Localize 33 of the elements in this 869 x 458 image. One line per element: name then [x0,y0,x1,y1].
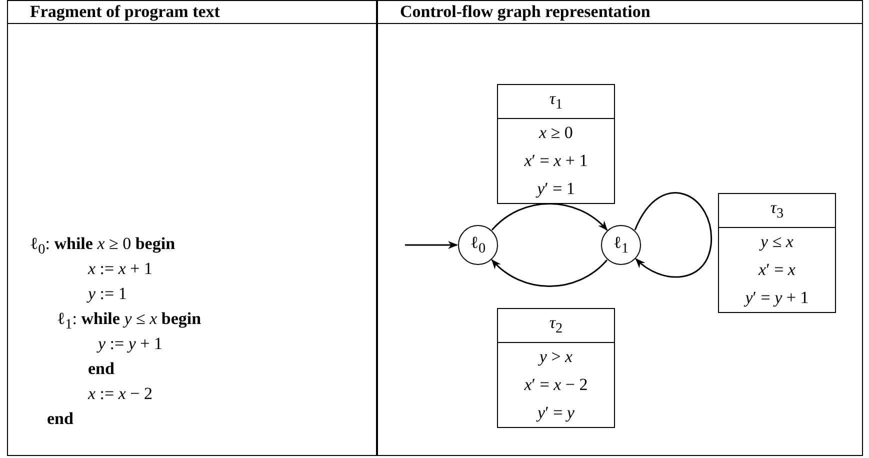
state-label: ℓ$_{0}$ [470,232,486,258]
transition-box [497,84,615,204]
transition-name: τ$_{2}$ [498,309,614,344]
code-line: y := y + 1 [98,334,162,354]
column-header: Fragment of program text [30,2,220,22]
state-circle [458,225,498,265]
code-line: x := x − 2 [88,384,152,404]
transition-name: τ$_{3}$ [719,194,835,228]
arrow [491,259,608,287]
code-line: ℓ$_{1}$: while y ≤ x begin [57,309,202,334]
transition-formula: y ≤ x [758,231,794,254]
transition-box [497,308,615,428]
column-header: Control-flow graph representation [400,2,650,22]
arrow [634,192,712,278]
code-line: y := 1 [88,284,127,304]
transition-formula: x′ = x [757,259,796,282]
transition-formula: y′ = y + 1 [742,287,810,310]
transition-formula: x′ = x + 1 [523,150,589,172]
transition-formula: x′ = x − 2 [523,374,589,396]
code-line: end [47,409,74,429]
transition-box [718,193,836,314]
code-line: x := x + 1 [88,259,152,279]
code-line: ℓ$_{0}$: while x ≥ 0 begin [30,234,176,258]
arrow [491,203,608,231]
transition-formula: y > x [537,346,574,368]
code-line: end [88,359,114,379]
transition-formula: y′ = y [535,402,576,424]
state-label: ℓ$_{1}$ [613,232,629,258]
arrow [405,241,458,249]
transition-formula: y′ = 1 [534,178,576,200]
transition-formula: x ≥ 0 [538,122,574,144]
state-circle [601,225,641,265]
transition-name: τ$_{1}$ [498,85,614,120]
